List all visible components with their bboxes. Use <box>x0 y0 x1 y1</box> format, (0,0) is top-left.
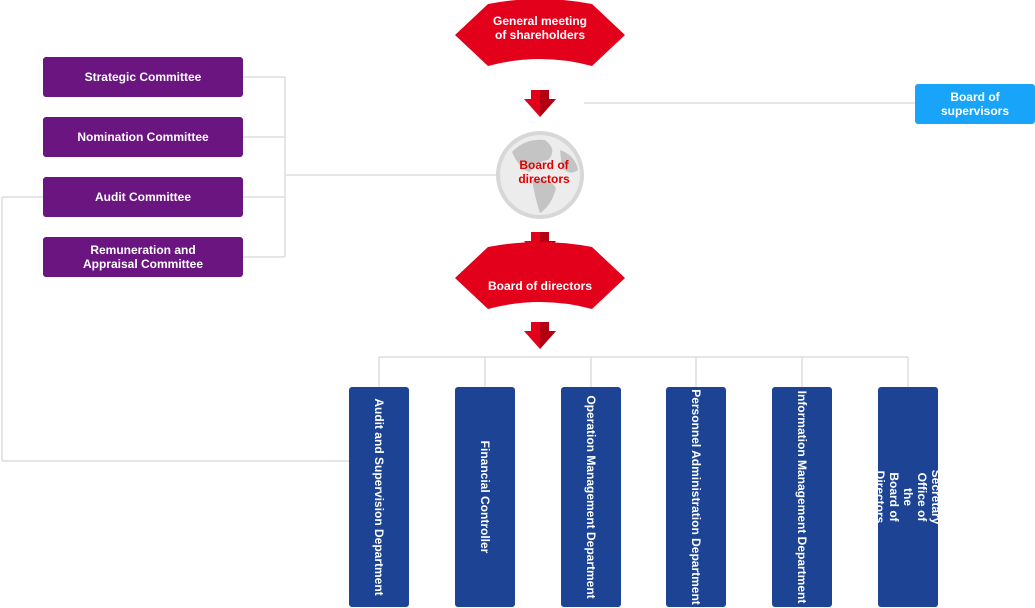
committee-label: Remuneration and Appraisal Committee <box>82 243 204 271</box>
committee-nomination[interactable]: Nomination Committee <box>43 117 243 157</box>
shareholders-fan <box>455 0 625 66</box>
board-fan <box>455 242 625 309</box>
committee-label: Strategic Committee <box>84 70 202 84</box>
dept-label: Audit and Supervision Department <box>372 398 386 596</box>
dept-label: Information Management Department <box>795 390 809 604</box>
dept-label: Financial Controller <box>478 440 492 554</box>
committee-remuneration[interactable]: Remuneration and Appraisal Committee <box>43 237 243 277</box>
board-of-supervisors[interactable]: Board of supervisors <box>915 84 1035 124</box>
dept-label: Operation Management Department <box>584 395 598 599</box>
committee-label: Nomination Committee <box>77 130 209 144</box>
dept-label: Secretary Office of the Board of Directo… <box>873 469 943 525</box>
shareholders-label: General meeting of shareholders <box>492 14 588 42</box>
dept-operation-management[interactable]: Operation Management Department <box>561 387 621 607</box>
board-globe-label: Board of directors <box>518 158 570 186</box>
committee-strategic[interactable]: Strategic Committee <box>43 57 243 97</box>
dept-audit-supervision[interactable]: Audit and Supervision Department <box>349 387 409 607</box>
board-fan-label: Board of directors <box>487 279 592 293</box>
dept-financial-controller[interactable]: Financial Controller <box>455 387 515 607</box>
dept-label: Personnel Administration Department <box>689 389 703 605</box>
committee-audit[interactable]: Audit Committee <box>43 177 243 217</box>
dept-personnel-administration[interactable]: Personnel Administration Department <box>666 387 726 607</box>
supervisors-label: Board of supervisors <box>940 90 1010 118</box>
committee-label: Audit Committee <box>95 190 191 204</box>
globe-icon <box>496 131 584 219</box>
dept-information-management[interactable]: Information Management Department <box>772 387 832 607</box>
arrow-down-icon <box>524 90 556 117</box>
arrow-down-icon <box>524 322 556 349</box>
dept-secretary-office[interactable]: Secretary Office of the Board of Directo… <box>873 387 943 607</box>
